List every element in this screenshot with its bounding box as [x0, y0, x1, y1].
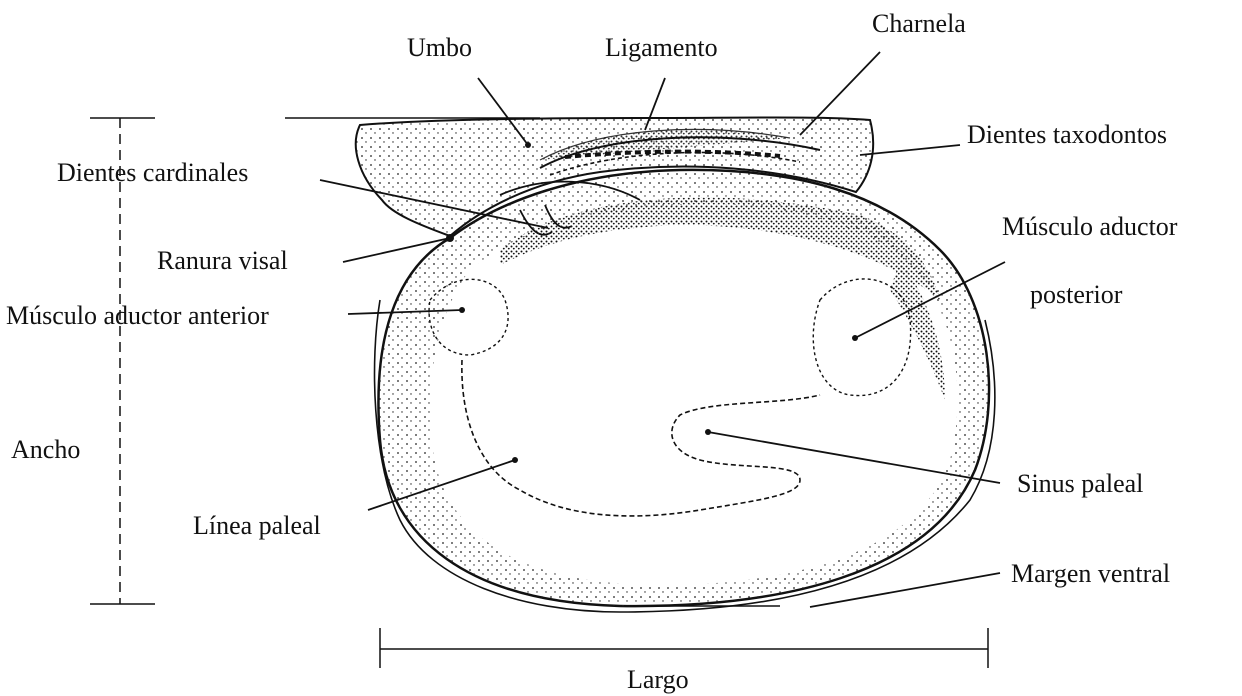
- label-umbo: Umbo: [407, 33, 472, 62]
- marker-sinus-paleal: [705, 429, 711, 435]
- label-ligamento: Ligamento: [605, 33, 718, 62]
- width-dimension: [90, 118, 155, 604]
- label-charnela: Charnela: [872, 9, 966, 38]
- leader-dientes-taxodontos: [860, 145, 960, 155]
- label-dientes-cardinales: Dientes cardinales: [57, 158, 248, 187]
- label-dientes-taxodontos: Dientes taxodontos: [967, 120, 1167, 149]
- label-musculo-aductor-posterior-line2: posterior: [1030, 280, 1123, 309]
- marker-anterior-adductor: [459, 307, 465, 313]
- marker-posterior-adductor: [852, 335, 858, 341]
- label-sinus-paleal: Sinus paleal: [1017, 469, 1143, 498]
- marker-ranura-visal: [446, 234, 454, 242]
- label-ancho: Ancho: [11, 435, 80, 464]
- label-musculo-aductor-anterior: Músculo aductor anterior: [6, 301, 269, 330]
- label-ranura-visal: Ranura visal: [157, 246, 288, 275]
- label-largo: Largo: [627, 665, 689, 694]
- length-dimension: [380, 628, 988, 668]
- marker-linea-paleal: [512, 457, 518, 463]
- label-linea-paleal: Línea paleal: [193, 511, 321, 540]
- marker-umbo: [525, 142, 531, 148]
- label-musculo-aductor-posterior-line1: Músculo aductor: [1002, 212, 1178, 241]
- label-margen-ventral: Margen ventral: [1011, 559, 1170, 588]
